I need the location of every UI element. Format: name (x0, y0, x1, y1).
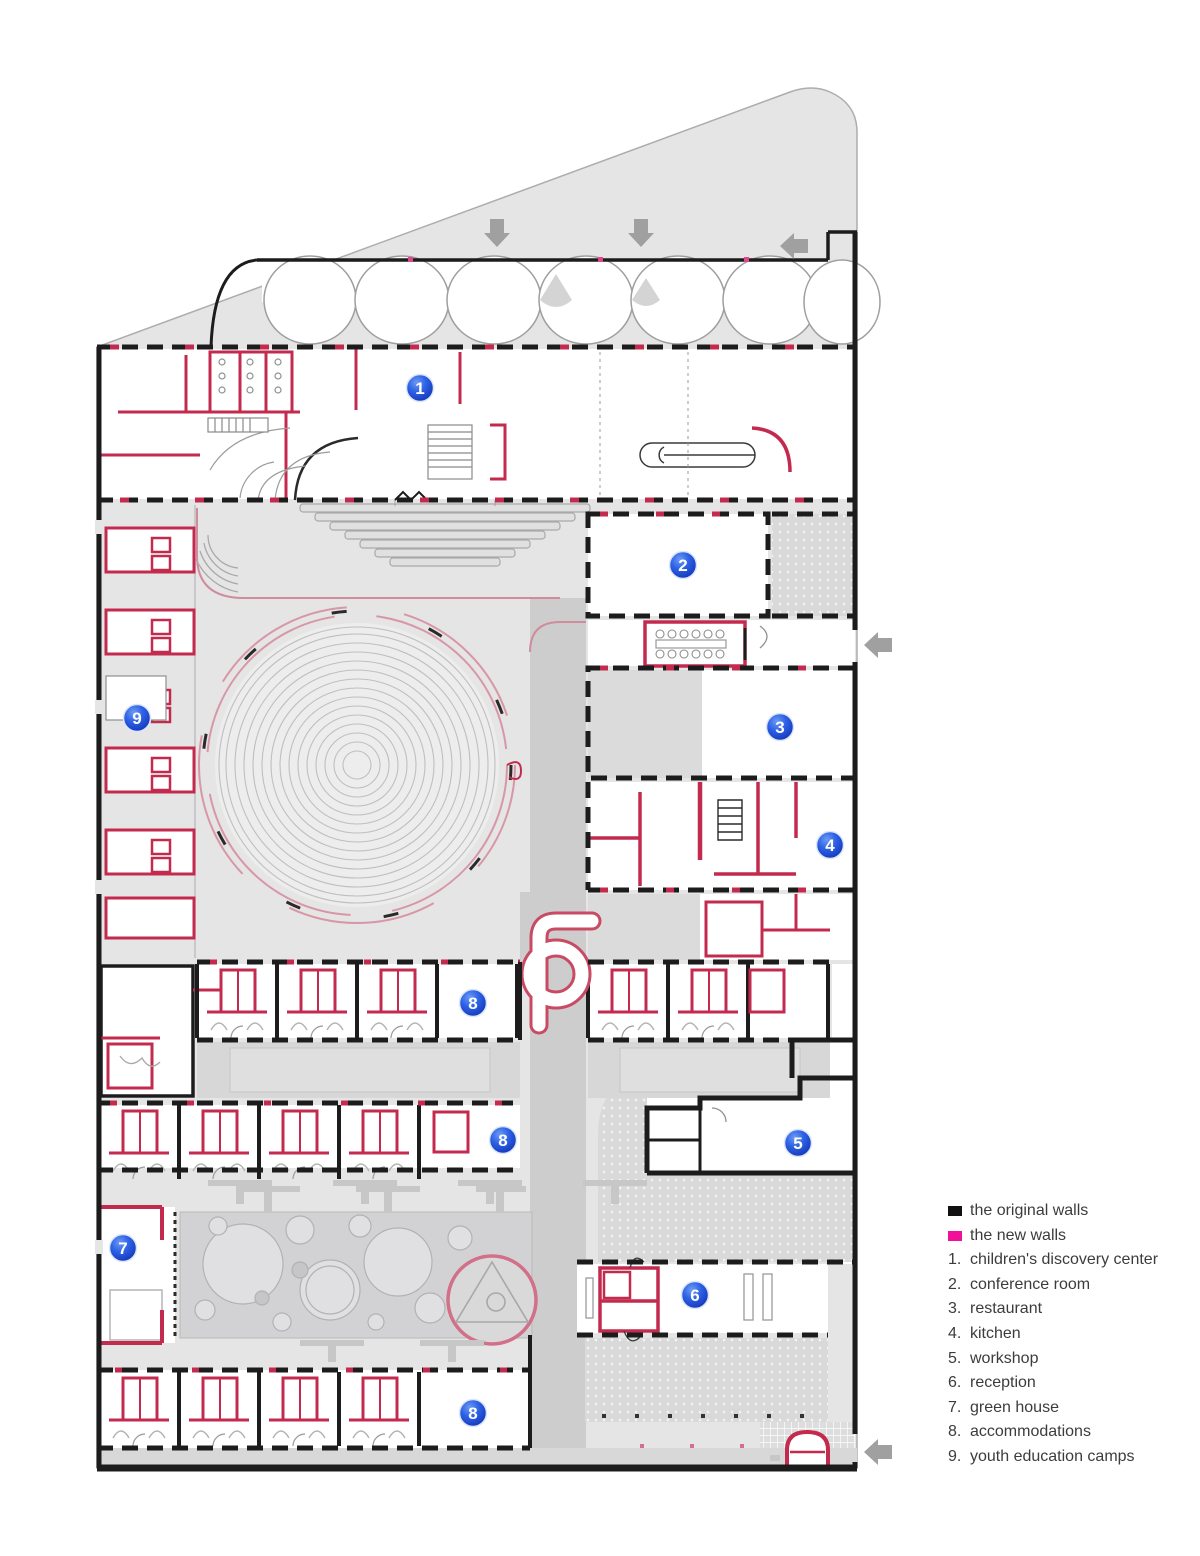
dorm-band-right-1 (586, 962, 830, 1040)
legend-item-number: 3. (948, 1300, 962, 1318)
legend: the original walls the new walls 1. chil… (948, 1199, 1193, 1470)
svg-text:8: 8 (468, 1404, 477, 1423)
legend-item-number: 4. (948, 1324, 962, 1342)
stepped-terrace (299, 500, 591, 567)
svg-text:8: 8 (498, 1131, 507, 1150)
legend-item-number: 5. (948, 1349, 962, 1367)
legend-item-number: 2. (948, 1275, 962, 1293)
legend-item-label: workshop (970, 1349, 1039, 1367)
room-badge-8: 8 (458, 988, 488, 1018)
room-badge-6: 6 (680, 1280, 710, 1310)
room-number-badges: 1 2 3 4 5 6 7 8 8 8 9 (108, 373, 845, 1428)
spiral-garden (446, 1254, 538, 1346)
spiral-ramp (520, 911, 602, 1035)
legend-item-row: 8. accommodations (948, 1420, 1193, 1445)
left-wall-door-gaps (95, 520, 103, 1254)
planter-court (179, 1186, 538, 1362)
svg-text:5: 5 (793, 1134, 802, 1153)
kitchen-interior (588, 782, 798, 886)
room-badge-7: 7 (108, 1233, 138, 1263)
room-badge-8: 8 (458, 1398, 488, 1428)
legend-item-row: 2. conference room (948, 1273, 1193, 1298)
legend-item-number: 6. (948, 1374, 962, 1392)
legend-item-row: 7. green house (948, 1396, 1193, 1421)
legend-swatch-row: the new walls (948, 1224, 1193, 1249)
svg-text:1: 1 (415, 379, 424, 398)
room-badge-2: 2 (668, 550, 698, 580)
svg-text:2: 2 (678, 556, 687, 575)
kitchen-row2 (704, 894, 830, 958)
wall-swatch-icon (948, 1206, 970, 1217)
legend-swatch-label: the original walls (970, 1202, 1089, 1219)
legend-item-row: 1. children's discovery center (948, 1248, 1193, 1273)
fan-stair (195, 534, 239, 593)
corridor-meeting-room (643, 620, 768, 668)
room-badge-1: 1 (405, 373, 435, 403)
legend-item-row: 3. restaurant (948, 1297, 1193, 1322)
room-badge-3: 3 (765, 712, 795, 742)
greenhouse-walls (99, 1205, 177, 1345)
garden-strips (197, 1042, 830, 1098)
legend-item-label: kitchen (970, 1324, 1021, 1342)
entry-arrow-left (780, 233, 808, 259)
entry-arrow-down (628, 219, 654, 247)
new-wall-dash-accents (110, 344, 855, 1373)
legend-item-row: 4. kitchen (948, 1322, 1193, 1347)
entry-arrow-left (864, 632, 892, 658)
legend-swatch-label: the new walls (970, 1226, 1067, 1244)
road-edge-line (529, 621, 586, 653)
legend-item-label: children's discovery center (970, 1251, 1159, 1269)
legend-item-label: conference room (970, 1275, 1091, 1293)
legend-item-number: 8. (948, 1423, 962, 1441)
original-walls-dashed (97, 344, 858, 1451)
dorm-band-left-1 (195, 962, 519, 1040)
room1-interior (99, 349, 792, 502)
kitchen-stair (717, 799, 743, 841)
svg-text:4: 4 (825, 836, 835, 855)
bollard-row (602, 1414, 804, 1448)
svg-text:3: 3 (775, 718, 784, 737)
plaza-edge-line (196, 508, 560, 599)
legend-item-label: restaurant (970, 1300, 1043, 1318)
room-badge-4: 4 (815, 830, 845, 860)
legend-item-number: 7. (948, 1398, 962, 1416)
legend-item-label: green house (970, 1398, 1059, 1416)
terraces (585, 514, 855, 1448)
svg-text:7: 7 (118, 1239, 127, 1258)
wall-swatch-icon (948, 1230, 970, 1241)
svg-text:8: 8 (468, 994, 477, 1013)
legend-item-number: 1. (948, 1251, 962, 1269)
plaza-east-gate (506, 761, 523, 780)
entry-arrows (484, 219, 892, 1465)
legend-item-label: youth education camps (970, 1447, 1135, 1465)
legend-item-row: 6. reception (948, 1371, 1193, 1396)
svg-text:6: 6 (690, 1286, 699, 1305)
legend-swatch-row: the original walls (948, 1199, 1193, 1224)
dorm-band-2 (97, 1103, 470, 1181)
legend-item-row: 5. workshop (948, 1347, 1193, 1372)
room-badge-9: 9 (122, 703, 152, 733)
dorm-band-3 (97, 1370, 421, 1448)
entry-arrow-down (484, 219, 510, 247)
legend-item-number: 9. (948, 1447, 962, 1465)
entry-arrow-left (864, 1439, 892, 1465)
camp-modules-strip (104, 505, 196, 958)
entry-canopy (209, 230, 881, 348)
legend-item-row: 9. youth education camps (948, 1445, 1193, 1470)
reception-interior (585, 1257, 773, 1342)
legend-swatches: the original walls the new walls (948, 1199, 1193, 1248)
room-badge-8: 8 (488, 1125, 518, 1155)
legend-item-label: accommodations (970, 1423, 1091, 1441)
room-badge-5: 5 (783, 1128, 813, 1158)
svg-text:9: 9 (132, 709, 141, 728)
legend-item-label: reception (970, 1374, 1036, 1392)
amphitheater-circle (198, 606, 523, 924)
arch-entry (770, 1429, 830, 1468)
